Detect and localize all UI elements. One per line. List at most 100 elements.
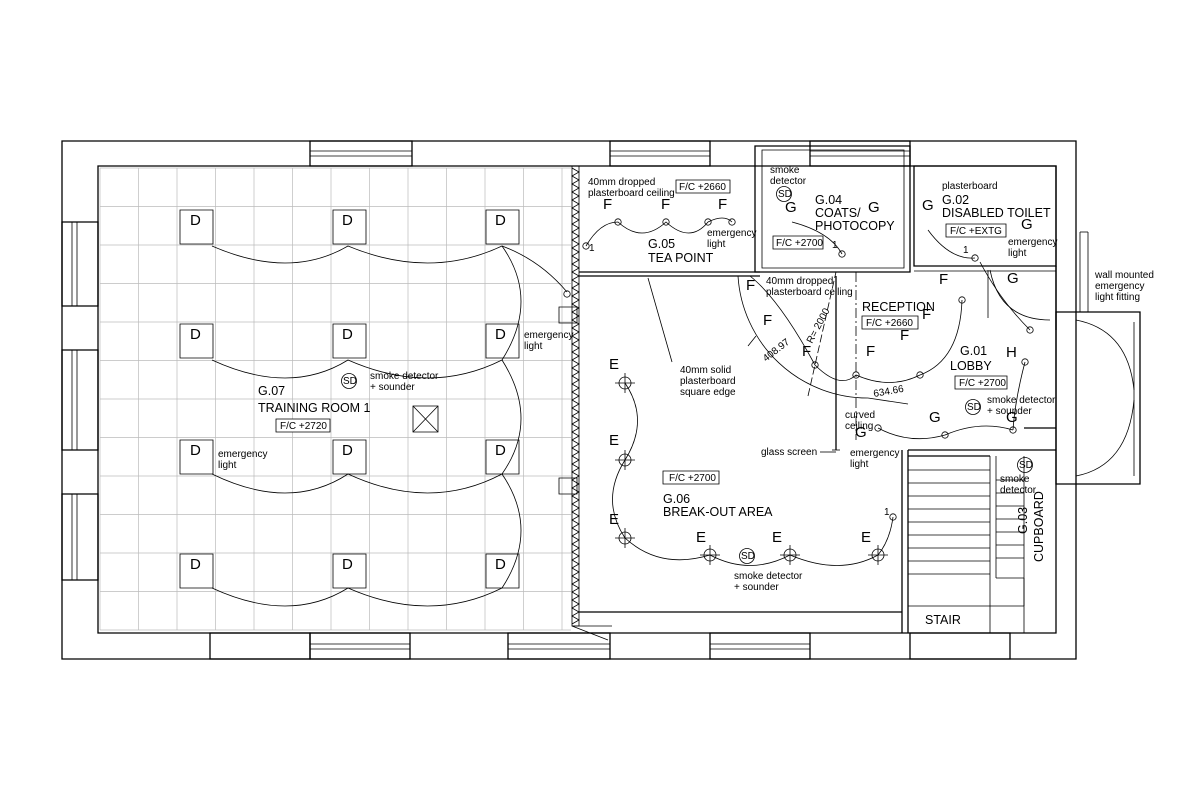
spot-fitting — [583, 243, 589, 249]
note-curved-1: curved — [845, 410, 875, 421]
internal-walls — [413, 146, 1056, 640]
spot-fitting — [1022, 359, 1028, 365]
panel-light-box — [333, 210, 366, 244]
room-reception-fc: F/C +2660 — [866, 318, 913, 329]
e-symbol: E — [609, 511, 619, 528]
room-labels: G.07 TRAINING ROOM 1 F/C +2720 G.06 BREA… — [258, 180, 1051, 627]
note-radius: R= 2000 — [805, 306, 833, 345]
d-symbol: D — [342, 326, 353, 343]
spot-fitting — [853, 372, 859, 378]
room-g02-name: DISABLED TOILET — [942, 206, 1051, 220]
panel-light-box — [180, 554, 213, 588]
spot-fitting — [663, 219, 669, 225]
panel-light-box — [486, 324, 519, 358]
d-symbol: D — [342, 442, 353, 459]
note-glass-screen: glass screen — [761, 447, 817, 458]
annotations: smoke detector + sounder emergency light… — [218, 165, 1154, 593]
f-symbol: F — [866, 343, 875, 360]
f-symbol: F — [900, 327, 909, 344]
d-symbol: D — [495, 442, 506, 459]
room-g05-fc: F/C +2660 — [679, 182, 726, 193]
f-symbol: F — [939, 271, 948, 288]
panel-light-box — [486, 440, 519, 474]
d-symbol: D — [190, 326, 201, 343]
note-light: light — [850, 459, 869, 470]
room-stair-name: STAIR — [925, 613, 961, 627]
spot-fitting — [705, 219, 711, 225]
room-g02-fc: F/C +EXTG — [950, 226, 1002, 237]
note-detector: detector — [1000, 485, 1037, 496]
note-wall-mounted-3: light fitting — [1095, 292, 1140, 303]
spot-fittings — [564, 219, 1033, 520]
note-plasterboard: plasterboard — [942, 181, 998, 192]
g-symbol: G — [1021, 216, 1033, 233]
g-symbol: G — [922, 197, 934, 214]
suspended-ceiling-grid — [100, 168, 571, 630]
spot-fitting — [942, 432, 948, 438]
note-curved-2: ceiling — [845, 421, 873, 432]
note-sounder: + sounder — [370, 382, 415, 393]
note-light: light — [524, 341, 543, 352]
f-symbol: F — [802, 343, 811, 360]
sd-symbol: SD — [741, 551, 755, 562]
room-g07-fc: F/C +2720 — [280, 421, 327, 432]
spot-fitting — [1027, 327, 1033, 333]
f-symbol: F — [763, 312, 772, 329]
note-light: light — [1008, 248, 1027, 259]
e-symbol: E — [609, 432, 619, 449]
g-symbol: G — [929, 409, 941, 426]
room-g04-name-2: PHOTOCOPY — [815, 219, 895, 233]
spot-fitting — [959, 297, 965, 303]
note-emergency: emergency — [707, 228, 756, 239]
room-g07-code: G.07 — [258, 384, 285, 398]
stair-treads — [908, 470, 1024, 574]
d-symbol: D — [342, 212, 353, 229]
room-g04-name-1: COATS/ — [815, 206, 861, 220]
sd-symbol: SD — [778, 189, 792, 200]
room-g06-fc: F/C +2700 — [669, 473, 716, 484]
panel-light-box — [180, 210, 213, 244]
sd-symbol: SD — [343, 376, 357, 387]
note-light: light — [218, 460, 237, 471]
downlights — [615, 373, 888, 565]
note-wall-mounted-2: emergency — [1095, 281, 1144, 292]
circuit-number: 1 — [963, 245, 969, 256]
h-symbol: H — [1006, 344, 1017, 361]
note-dim-b: 634.66 — [873, 384, 905, 400]
fitting-symbols: D D D D D D D D D D D D E E E E E E F F … — [190, 196, 1033, 573]
note-sounder: + sounder — [987, 406, 1032, 417]
f-symbol: F — [661, 196, 670, 213]
note-smoke-detector: smoke detector — [987, 395, 1056, 406]
d-symbol: D — [190, 442, 201, 459]
f-symbol: F — [718, 196, 727, 213]
f-symbol: F — [746, 277, 755, 294]
note-sounder: + sounder — [734, 582, 779, 593]
spot-fitting — [564, 291, 570, 297]
room-g01-code: G.01 — [960, 344, 987, 358]
e-symbol: E — [609, 356, 619, 373]
note-solid-2: plasterboard — [680, 376, 736, 387]
e-symbol: E — [696, 529, 706, 546]
note-detector: detector — [770, 176, 807, 187]
ceiling-panel-lights — [180, 210, 519, 588]
panel-light-box — [333, 554, 366, 588]
note-dropped-ceiling-2: plasterboard ceiling — [588, 188, 675, 199]
spot-fitting — [890, 514, 896, 520]
panel-light-box — [333, 440, 366, 474]
note-solid-1: 40mm solid — [680, 365, 731, 376]
room-g04-code: G.04 — [815, 193, 842, 207]
room-g07-name: TRAINING ROOM 1 — [258, 401, 371, 415]
room-reception-name: RECEPTION — [862, 300, 935, 314]
note-emergency: emergency — [1008, 237, 1057, 248]
panel-light-box — [180, 440, 213, 474]
spot-fitting — [972, 255, 978, 261]
d-symbol: D — [495, 212, 506, 229]
smoke-detectors: SD SD SD SD SD — [342, 187, 1033, 564]
d-symbol: D — [495, 326, 506, 343]
room-g06-name: BREAK-OUT AREA — [663, 505, 773, 519]
e-symbol: E — [772, 529, 782, 546]
note-smoke: smoke — [770, 165, 800, 176]
spot-fitting — [615, 219, 621, 225]
note-dim-a: 408.97 — [761, 337, 792, 365]
